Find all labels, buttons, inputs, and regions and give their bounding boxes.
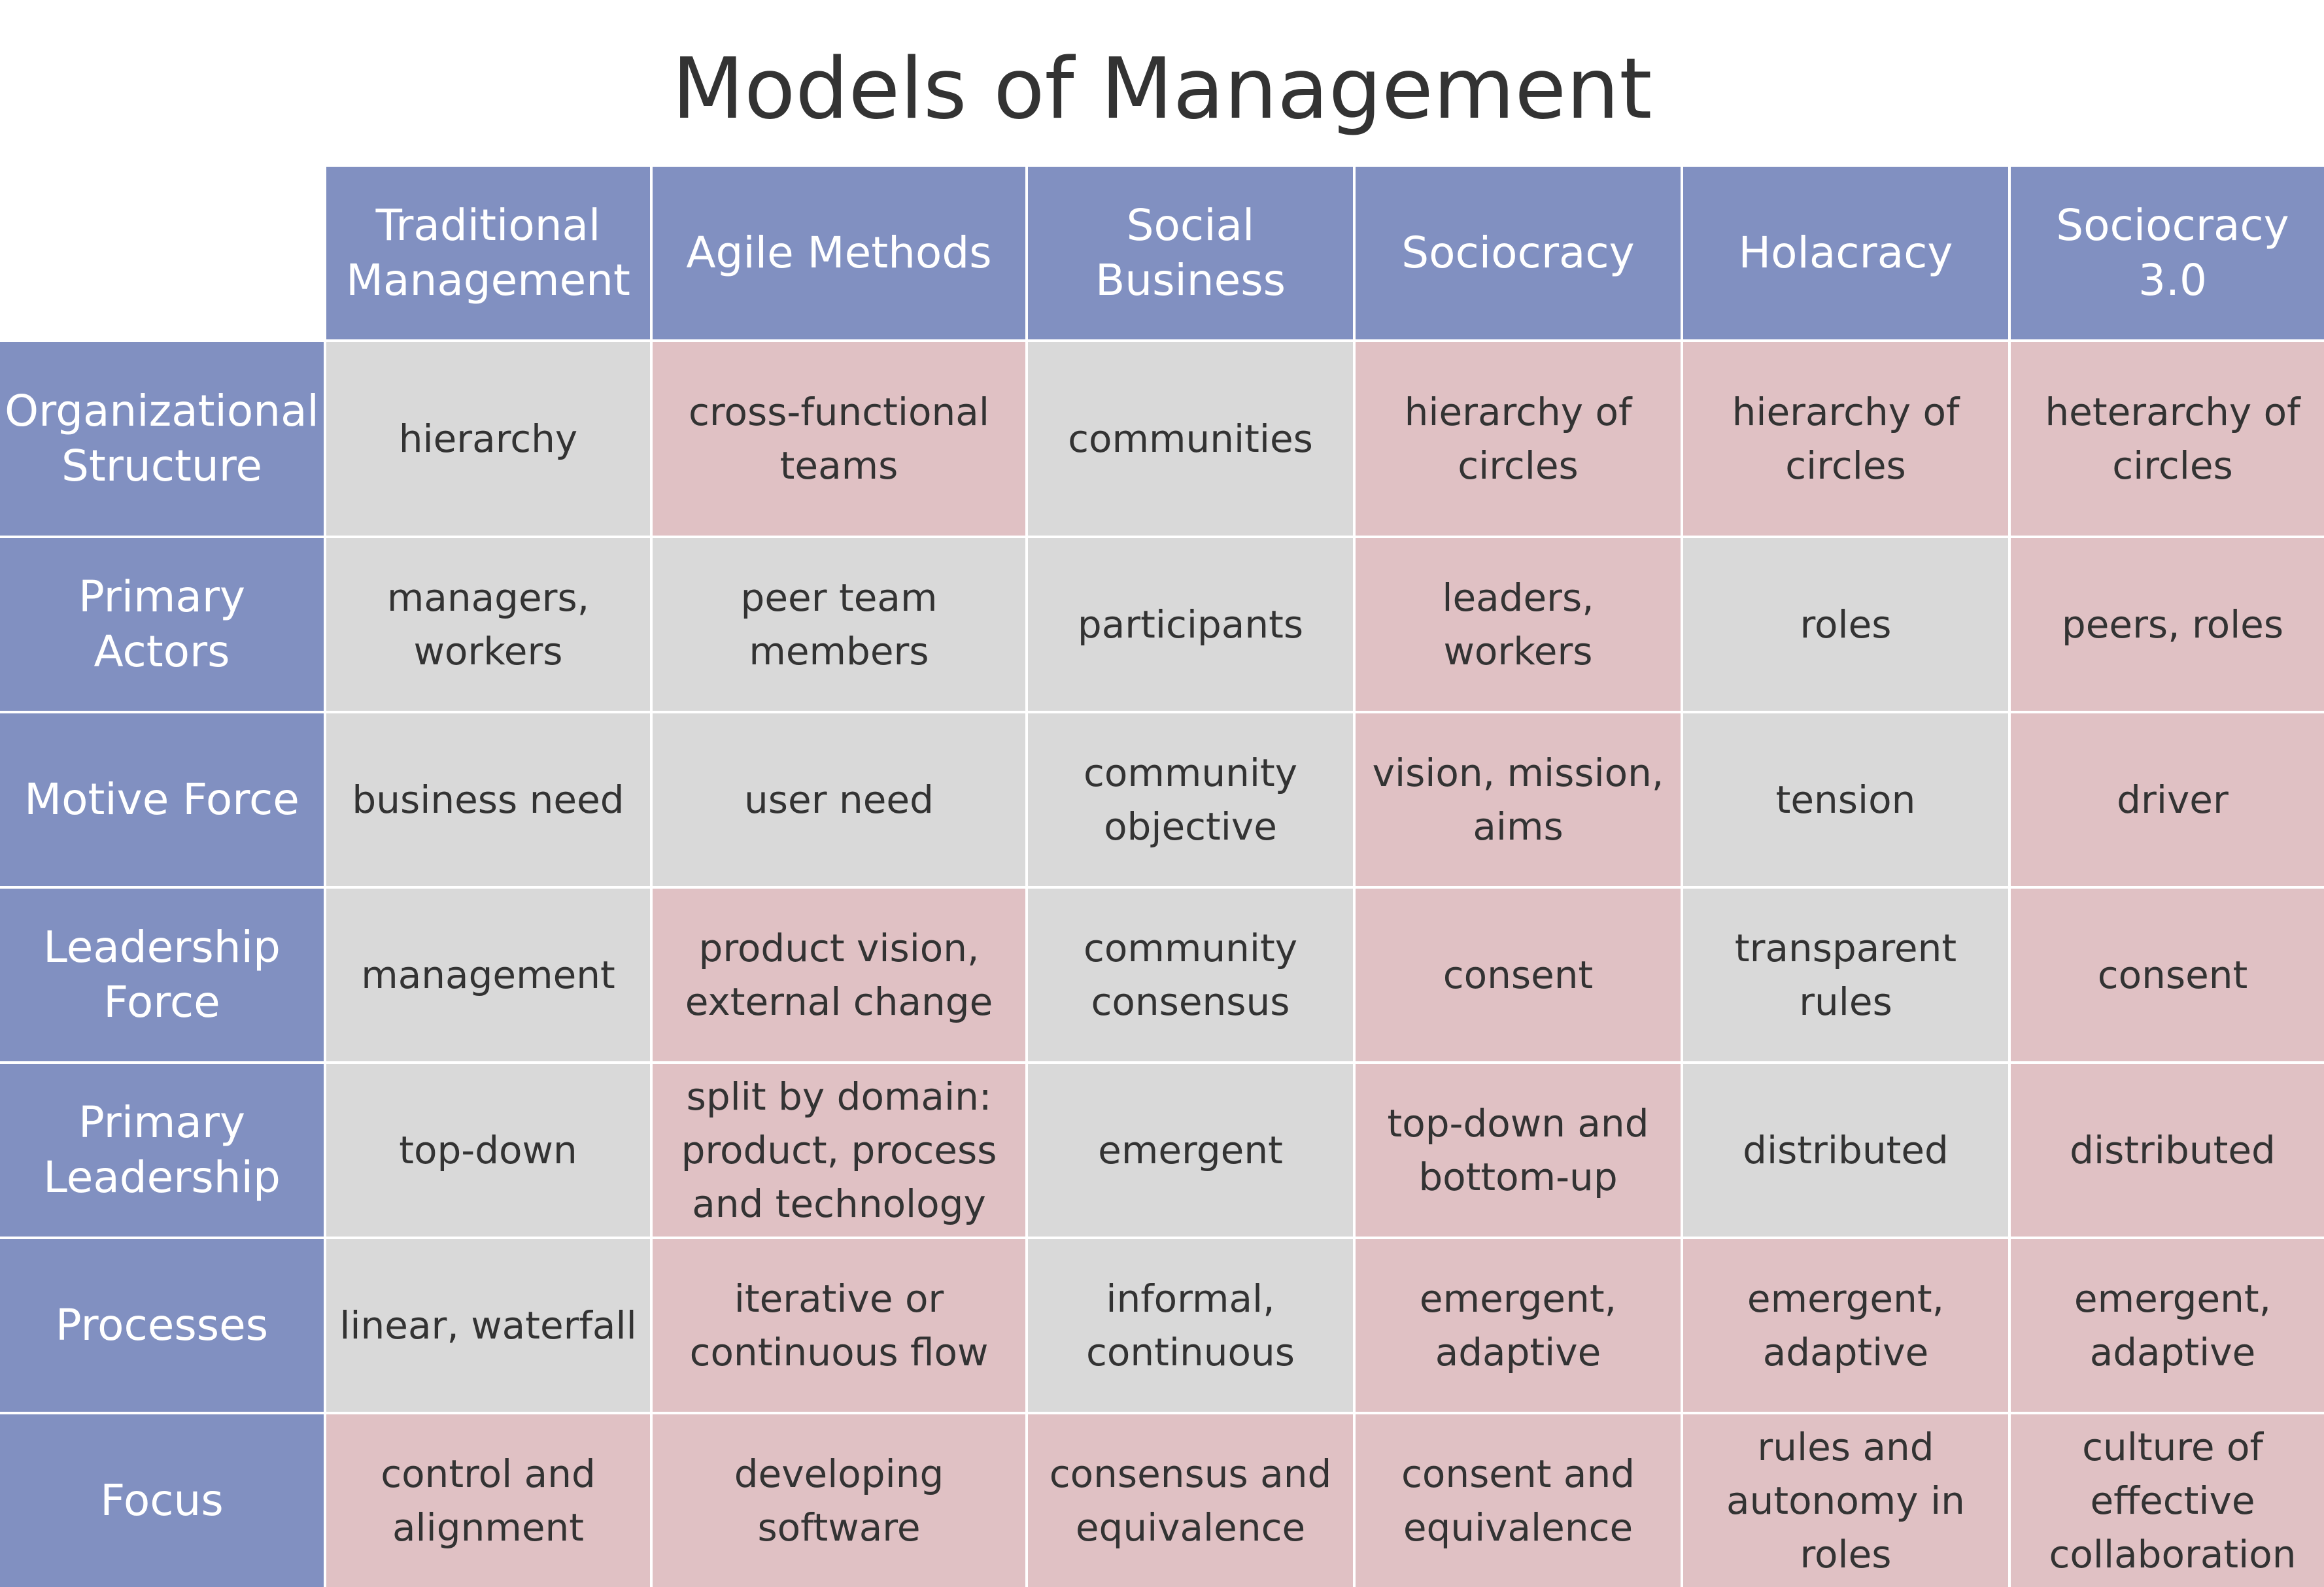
table-cell: vision, mission, aims [1356, 713, 1681, 886]
table-cell: community consensus [1028, 889, 1353, 1061]
table-cell: consent [1356, 889, 1681, 1061]
column-header-social-business: Social Business [1028, 167, 1353, 339]
table-cell: heterarchy of circles [2011, 342, 2324, 536]
table-cell: consent [2011, 889, 2324, 1061]
table-cell: top-down [326, 1064, 650, 1237]
table-cell: consensus and equivalence [1028, 1414, 1353, 1587]
table-cell: cross-functional teams [653, 342, 1025, 536]
table-cell: iterative or continuous flow [653, 1239, 1025, 1412]
table-cell: driver [2011, 713, 2324, 886]
corner-cell [0, 167, 324, 339]
table-cell: top-down and bottom-up [1356, 1064, 1681, 1237]
table-cell: consent and equivalence [1356, 1414, 1681, 1587]
table-cell: emergent [1028, 1064, 1353, 1237]
row-header-organizational-structure: Organizational Structure [0, 342, 324, 536]
table-cell: hierarchy of circles [1683, 342, 2008, 536]
table-cell: community objective [1028, 713, 1353, 886]
table-cell: communities [1028, 342, 1353, 536]
table-cell: split by domain: product, process and te… [653, 1064, 1025, 1237]
table-cell: roles [1683, 538, 2008, 711]
table-cell: culture of effective collaboration [2011, 1414, 2324, 1587]
comparison-table: Traditional Management Agile Methods Soc… [0, 167, 2324, 1587]
table-cell: peer team members [653, 538, 1025, 711]
table-cell: linear, waterfall [326, 1239, 650, 1412]
page-title: Models of Management [672, 41, 1652, 138]
row-header-primary-actors: Primary Actors [0, 538, 324, 711]
table-cell: hierarchy [326, 342, 650, 536]
column-header-traditional-management: Traditional Management [326, 167, 650, 339]
table-cell: transparent rules [1683, 889, 2008, 1061]
table-cell: emergent, adaptive [1356, 1239, 1681, 1412]
column-header-agile-methods: Agile Methods [653, 167, 1025, 339]
table-cell: managers, workers [326, 538, 650, 711]
table-cell: emergent, adaptive [2011, 1239, 2324, 1412]
table-cell: participants [1028, 538, 1353, 711]
table-cell: product vision, external change [653, 889, 1025, 1061]
table-cell: developing software [653, 1414, 1025, 1587]
table-cell: hierarchy of circles [1356, 342, 1681, 536]
table-cell: peers, roles [2011, 538, 2324, 711]
table-cell: distributed [1683, 1064, 2008, 1237]
table-cell: tension [1683, 713, 2008, 886]
table-cell: user need [653, 713, 1025, 886]
column-header-sociocracy: Sociocracy [1356, 167, 1681, 339]
row-header-focus: Focus [0, 1414, 324, 1587]
table-cell: leaders, workers [1356, 538, 1681, 711]
table-cell: distributed [2011, 1064, 2324, 1237]
row-header-leadership-force: Leadership Force [0, 889, 324, 1061]
row-header-motive-force: Motive Force [0, 713, 324, 886]
row-header-primary-leadership: Primary Leadership [0, 1064, 324, 1237]
table-cell: rules and autonomy in roles [1683, 1414, 2008, 1587]
table-cell: management [326, 889, 650, 1061]
table-cell: business need [326, 713, 650, 886]
column-header-holacracy: Holacracy [1683, 167, 2008, 339]
row-header-processes: Processes [0, 1239, 324, 1412]
table-cell: informal, continuous [1028, 1239, 1353, 1412]
column-header-sociocracy-3-0: Sociocracy 3.0 [2011, 167, 2324, 339]
table-cell: emergent, adaptive [1683, 1239, 2008, 1412]
table-cell: control and alignment [326, 1414, 650, 1587]
